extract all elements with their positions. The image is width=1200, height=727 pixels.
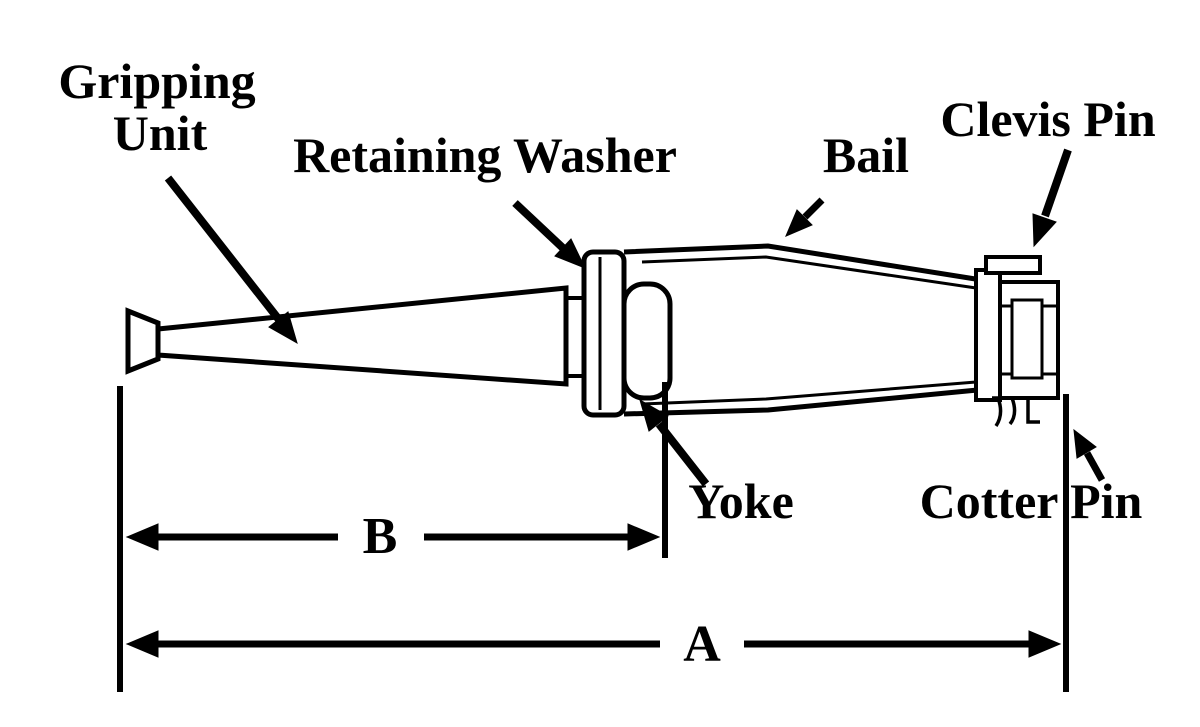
bail-arrowhead	[785, 209, 813, 237]
bail-shape	[623, 243, 989, 417]
callout-arrows	[164, 148, 1106, 487]
gripping-unit-arrow-icon	[164, 175, 298, 345]
gripping-unit-label-line2: Unit	[113, 105, 208, 161]
clevis-pin-arrow-line	[1041, 148, 1072, 218]
clevis-pin-label: Clevis Pin	[940, 91, 1155, 147]
gripping-unit-tip	[125, 307, 161, 375]
cotter-pin-arrow-icon	[1073, 428, 1106, 482]
yoke-arrowhead	[639, 398, 669, 432]
bail-end-plate	[974, 268, 1002, 402]
retaining-washer-arrowhead	[554, 238, 587, 269]
bail-top-inner-edge	[641, 255, 977, 290]
dimension-a-left-arrowhead	[125, 630, 159, 658]
gripping-unit-shape	[125, 285, 590, 387]
dimension-a-label: A	[683, 616, 721, 673]
dimension-b-line	[125, 523, 661, 551]
cotter-pin-shape	[992, 396, 1040, 427]
clevis-pin-body	[1010, 298, 1044, 380]
retaining-washer-label: Retaining Washer	[293, 127, 677, 183]
bail-bottom-inner-edge	[641, 380, 977, 406]
device-drawing	[125, 243, 1060, 427]
clevis-assembly-shape	[974, 255, 1060, 427]
dimension-a-right-arrowhead	[1028, 630, 1062, 658]
gripping-unit-cone	[155, 285, 569, 387]
gripping-unit-arrowhead	[268, 311, 298, 345]
yoke-arrow-line	[655, 421, 710, 487]
dimension-b-left-arrowhead	[125, 523, 159, 551]
cotter-pin-arrowhead	[1073, 428, 1097, 459]
yoke-shape	[621, 281, 673, 401]
dimension-b-right-arrowhead	[627, 523, 661, 551]
cotter-pin-arrow-line	[1083, 451, 1106, 482]
bail-bottom-edge	[623, 386, 989, 417]
retaining-washer-arrow-icon	[512, 200, 587, 269]
bail-label: Bail	[823, 127, 909, 183]
clevis-pin-head	[984, 255, 1042, 275]
dimension-b-label: B	[363, 508, 398, 565]
gripping-unit-arrow-line	[164, 175, 284, 324]
retaining-washer-body	[581, 249, 627, 418]
clevis-pin-arrowhead	[1032, 213, 1057, 248]
gripping-unit-label-line1: Gripping	[58, 53, 255, 109]
dimension-lines	[117, 382, 1069, 692]
retaining-washer-shape	[581, 249, 627, 418]
cotter-pin-label: Cotter Pin	[920, 473, 1143, 529]
bail-arrow-icon	[785, 197, 825, 237]
bail-top-edge	[623, 243, 989, 284]
clevis-pin-arrow-icon	[1032, 148, 1072, 248]
bail-arrow-line	[802, 197, 825, 220]
retaining-washer-arrow-line	[512, 200, 567, 252]
labels: Gripping Unit Retaining Washer Bail Clev…	[58, 53, 1155, 673]
yoke-label: Yoke	[688, 473, 794, 529]
dimension-a-line	[125, 630, 1062, 658]
yoke-arrow-icon	[639, 398, 710, 487]
